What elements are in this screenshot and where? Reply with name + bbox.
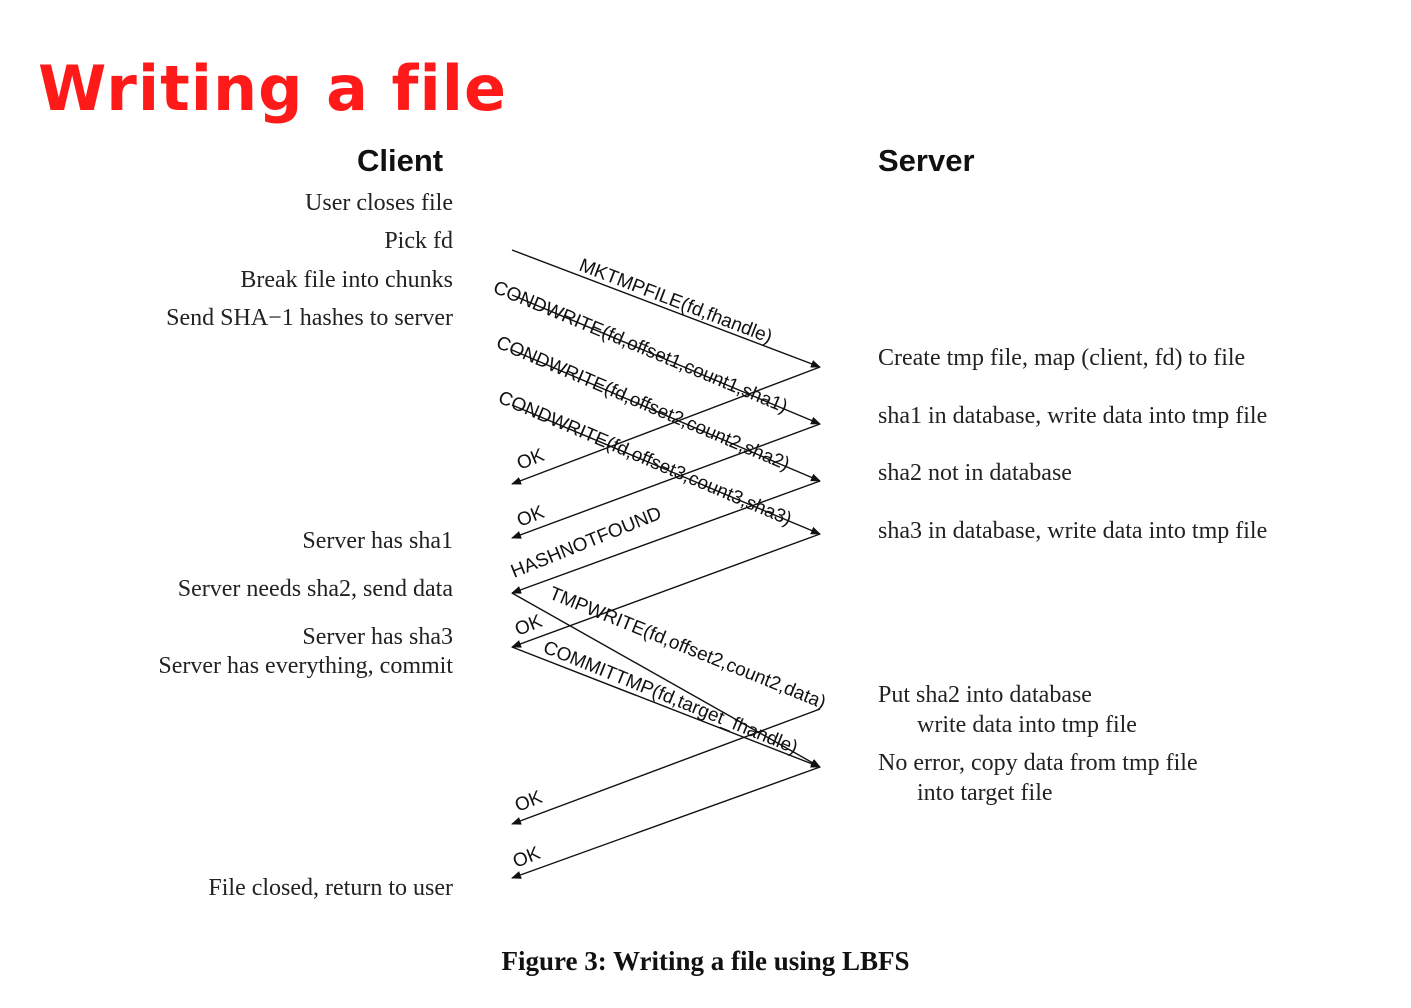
client-event: User closes file [305,190,453,216]
server-event-line: sha3 in database, write data into tmp fi… [878,518,1268,544]
message-label: OK [514,445,548,475]
server-heading: Server [878,143,975,178]
server-event-line: sha1 in database, write data into tmp fi… [878,403,1268,429]
message-arrow [511,349,821,482]
server-event-line: Put sha2 into database [878,682,1092,708]
server-event: No error, copy data from tmp file into t… [878,748,1198,808]
message-arrow [511,533,821,648]
message-arrow [511,294,821,425]
server-event-line: sha2 not in database [878,460,1072,486]
message-arrow [511,480,821,594]
message-arrow [511,423,821,539]
client-event: Send SHA−1 hashes to server [166,305,453,331]
client-event: Server has sha1 [302,528,453,554]
server-event: sha2 not in database [878,458,1072,488]
client-event: Server has sha3 [302,624,453,650]
message-label: OK [512,787,546,817]
server-event-line: write data into tmp file [917,712,1137,738]
client-event: Break file into chunks [240,267,453,293]
client-event: File closed, return to user [208,875,453,901]
figure-caption: Figure 3: Writing a file using LBFS [501,946,910,976]
message-arrow [511,766,821,879]
message-arrow [511,404,821,535]
message-arrow [511,708,821,825]
client-event: Pick fd [384,228,453,254]
message-label: COMMITTMP(fd,target_fhandle) [540,637,800,759]
server-event: sha3 in database, write data into tmp fi… [878,516,1267,546]
client-heading: Client [357,143,444,178]
client-event: Server has everything, commit [158,653,453,679]
server-event: Create tmp file, map (client, fd) to fil… [878,343,1245,373]
message-arrow [511,249,821,368]
server-event-line: No error, copy data from tmp file [878,750,1198,776]
message-arrow [511,366,821,485]
server-event: sha1 in database, write data into tmp fi… [878,401,1267,431]
server-event: Put sha2 into database write data into t… [878,680,1137,740]
server-event-line: Create tmp file, map (client, fd) to fil… [878,345,1246,371]
client-event: Server needs sha2, send data [177,576,453,602]
server-event-line: into target file [917,780,1053,806]
message-arrow [511,646,821,768]
message-arrow [511,592,821,768]
slide-title: Writing a file [38,52,508,125]
